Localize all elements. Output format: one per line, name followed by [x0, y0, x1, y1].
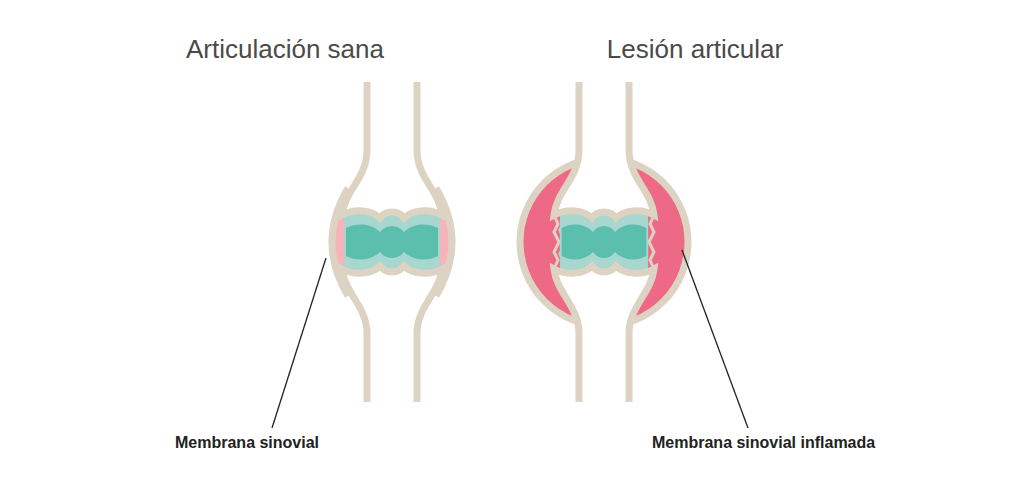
panel-heading: Lesión articular [607, 34, 783, 65]
healthy-joint [332, 82, 452, 402]
bone [554, 82, 654, 218]
eroded-surface [649, 215, 654, 269]
leader-line [272, 258, 326, 428]
cartilage [560, 209, 648, 276]
bone [342, 82, 442, 218]
synovial-fluid [346, 225, 438, 260]
synovial-fluid [562, 225, 647, 260]
panel-heading: Articulación sana [186, 34, 384, 65]
bone [342, 266, 442, 402]
injured-joint [520, 82, 688, 402]
cartilage [344, 209, 440, 276]
leader-line [682, 250, 748, 428]
part-label: Membrana sinovial inflamada [652, 434, 875, 452]
eroded-surface [554, 215, 559, 269]
bone [554, 266, 654, 402]
part-label: Membrana sinovial [175, 434, 319, 452]
